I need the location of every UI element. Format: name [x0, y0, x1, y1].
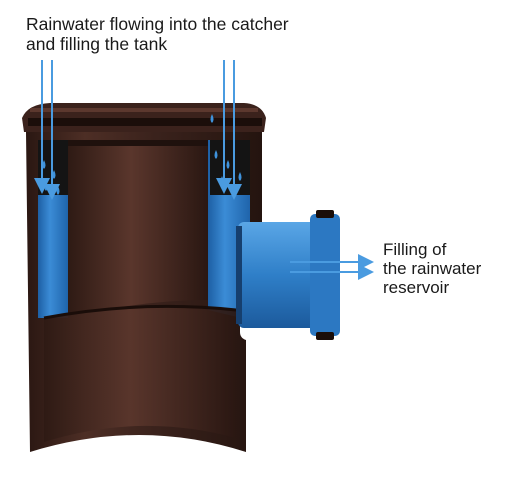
outflow-caption: Filling of the rainwater reservoir	[383, 240, 508, 297]
inflow-caption-line-1: Rainwater flowing into the catcher	[26, 14, 289, 34]
catcher-lid	[22, 103, 266, 132]
outflow-caption-line-3: reservoir	[383, 278, 450, 297]
inflow-caption-line-2: and filling the tank	[26, 34, 168, 54]
outflow-caption-line-2: the rainwater	[383, 259, 482, 278]
chamber-top-right	[210, 140, 250, 195]
outflow-caption-line-1: Filling of	[383, 240, 447, 259]
inflow-caption: Rainwater flowing into the catcher and f…	[26, 14, 356, 54]
outflow-arrows	[290, 254, 374, 280]
outlet-pipe	[236, 210, 340, 340]
inflow-arrows	[34, 60, 242, 200]
inner-pipe	[68, 140, 208, 318]
inner-pipe-top	[68, 140, 208, 146]
lower-pipe	[44, 306, 236, 442]
